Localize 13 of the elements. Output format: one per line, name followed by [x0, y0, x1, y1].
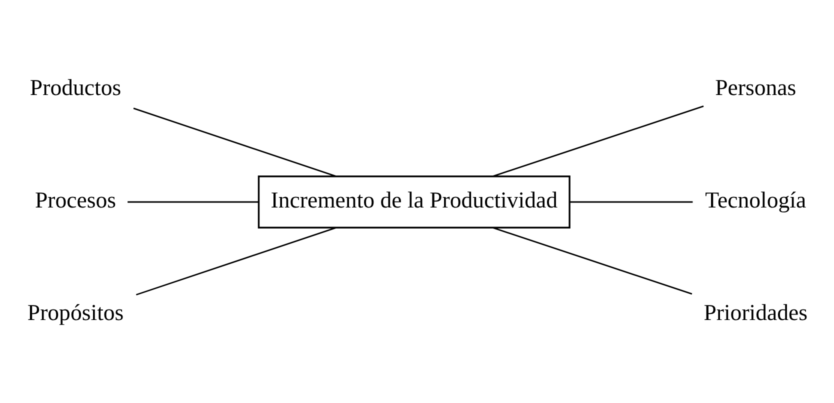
node-text: Productos	[30, 74, 122, 100]
connector	[133, 107, 336, 176]
node-text: Personas	[715, 74, 796, 100]
connector	[570, 200, 693, 202]
node-text: Tecnología	[705, 186, 806, 212]
node-text: Prioridades	[704, 300, 808, 325]
connector	[128, 200, 259, 202]
node-box: Incremento de la Productividad	[258, 174, 570, 228]
connector	[136, 226, 336, 295]
connector	[492, 105, 704, 176]
connector	[492, 226, 692, 294]
node-text: Propósitos	[27, 300, 124, 325]
node-text: Procesos	[35, 186, 116, 212]
